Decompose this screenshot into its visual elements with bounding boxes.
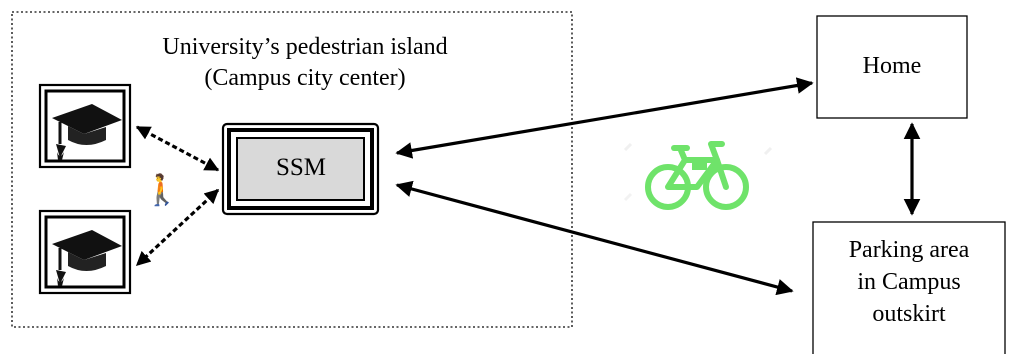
walk-link-top xyxy=(135,125,220,172)
island-title-line2: (Campus city center) xyxy=(204,65,406,91)
parking-node xyxy=(812,221,1006,354)
graduation-cap-icon xyxy=(52,230,122,286)
ssm-parking-link xyxy=(395,180,794,296)
home-node xyxy=(816,15,968,119)
walk-link-bottom xyxy=(135,188,220,267)
island-title-line1: University’s pedestrian island xyxy=(162,34,448,60)
parking-label-line2: in Campus xyxy=(857,269,961,295)
parking-label-line1: Parking area xyxy=(848,237,970,263)
student-node-top xyxy=(38,83,132,169)
ssm-label: SSM xyxy=(275,154,327,181)
island-title: University’s pedestrian island (Campus c… xyxy=(40,32,570,94)
ssm-node xyxy=(221,122,380,216)
home-label: Home xyxy=(862,53,922,79)
pedestrian-island-boundary xyxy=(11,11,573,328)
student-node-bottom xyxy=(38,209,132,295)
pedestrian-icon: 🚶 xyxy=(143,173,181,208)
parking-label: Parking area in Campus outskirt xyxy=(813,234,1005,330)
parking-label-line3: outskirt xyxy=(872,301,946,327)
graduation-cap-icon xyxy=(52,104,122,160)
electric-bicycle-icon xyxy=(623,141,773,210)
ssm-home-link xyxy=(395,77,814,159)
